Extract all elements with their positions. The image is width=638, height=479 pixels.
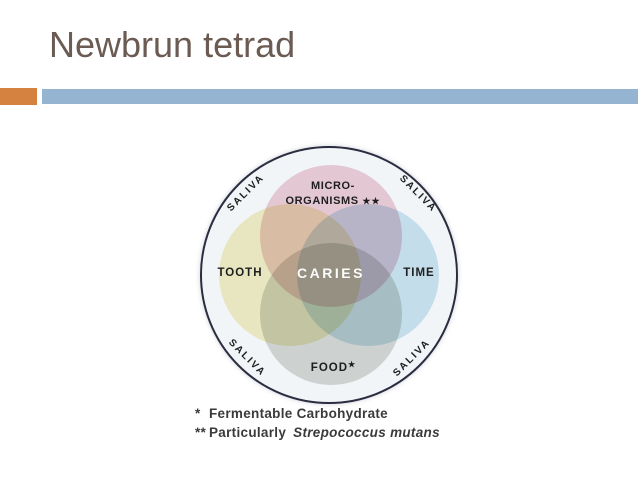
footnote-2-marker: ** <box>195 425 207 440</box>
newbrun-tetrad-diagram: MICRO- ORGANISMS ★★ TOOTH TIME CARIES FO… <box>200 146 458 404</box>
footnote-2-species: Strepococcus mutans <box>293 425 440 440</box>
saliva-label-top-left: SALIVA <box>225 172 267 214</box>
microorganisms-label: MICRO- ORGANISMS ★★ <box>285 179 380 209</box>
footnotes: * Fermentable Carbohydrate **Particularly… <box>195 404 440 442</box>
saliva-label-bottom-right: SALIVA <box>391 337 433 379</box>
footnote-1-text: Fermentable Carbohydrate <box>209 406 388 421</box>
saliva-outer-circle: MICRO- ORGANISMS ★★ TOOTH TIME CARIES FO… <box>200 146 458 404</box>
footnote-2-text: Particularly <box>209 425 287 440</box>
footnote-strepococcus-mutans: **Particularly Strepococcus mutans <box>195 423 440 442</box>
time-label: TIME <box>403 267 435 279</box>
tooth-label: TOOTH <box>217 267 263 279</box>
single-star-marker: ★ <box>348 360 356 369</box>
food-circle <box>260 243 402 385</box>
footnote-1-marker: * <box>195 406 201 421</box>
food-label: FOOD★ <box>311 360 355 374</box>
saliva-label-top-right: SALIVA <box>397 173 439 215</box>
accent-bar-orange <box>0 88 37 105</box>
food-label-text: FOOD <box>310 362 349 374</box>
saliva-label-bottom-left: SALIVA <box>226 337 268 379</box>
accent-bar-blue <box>42 89 638 104</box>
slide-title: Newbrun tetrad <box>49 24 296 65</box>
double-star-marker: ★★ <box>362 196 381 206</box>
microorganisms-label-line2: ORGANISMS <box>285 195 359 207</box>
microorganisms-label-line1: MICRO- <box>311 180 355 192</box>
footnote-fermentable-carbohydrate: * Fermentable Carbohydrate <box>195 404 440 423</box>
caries-center-label: CARIES <box>297 265 365 281</box>
